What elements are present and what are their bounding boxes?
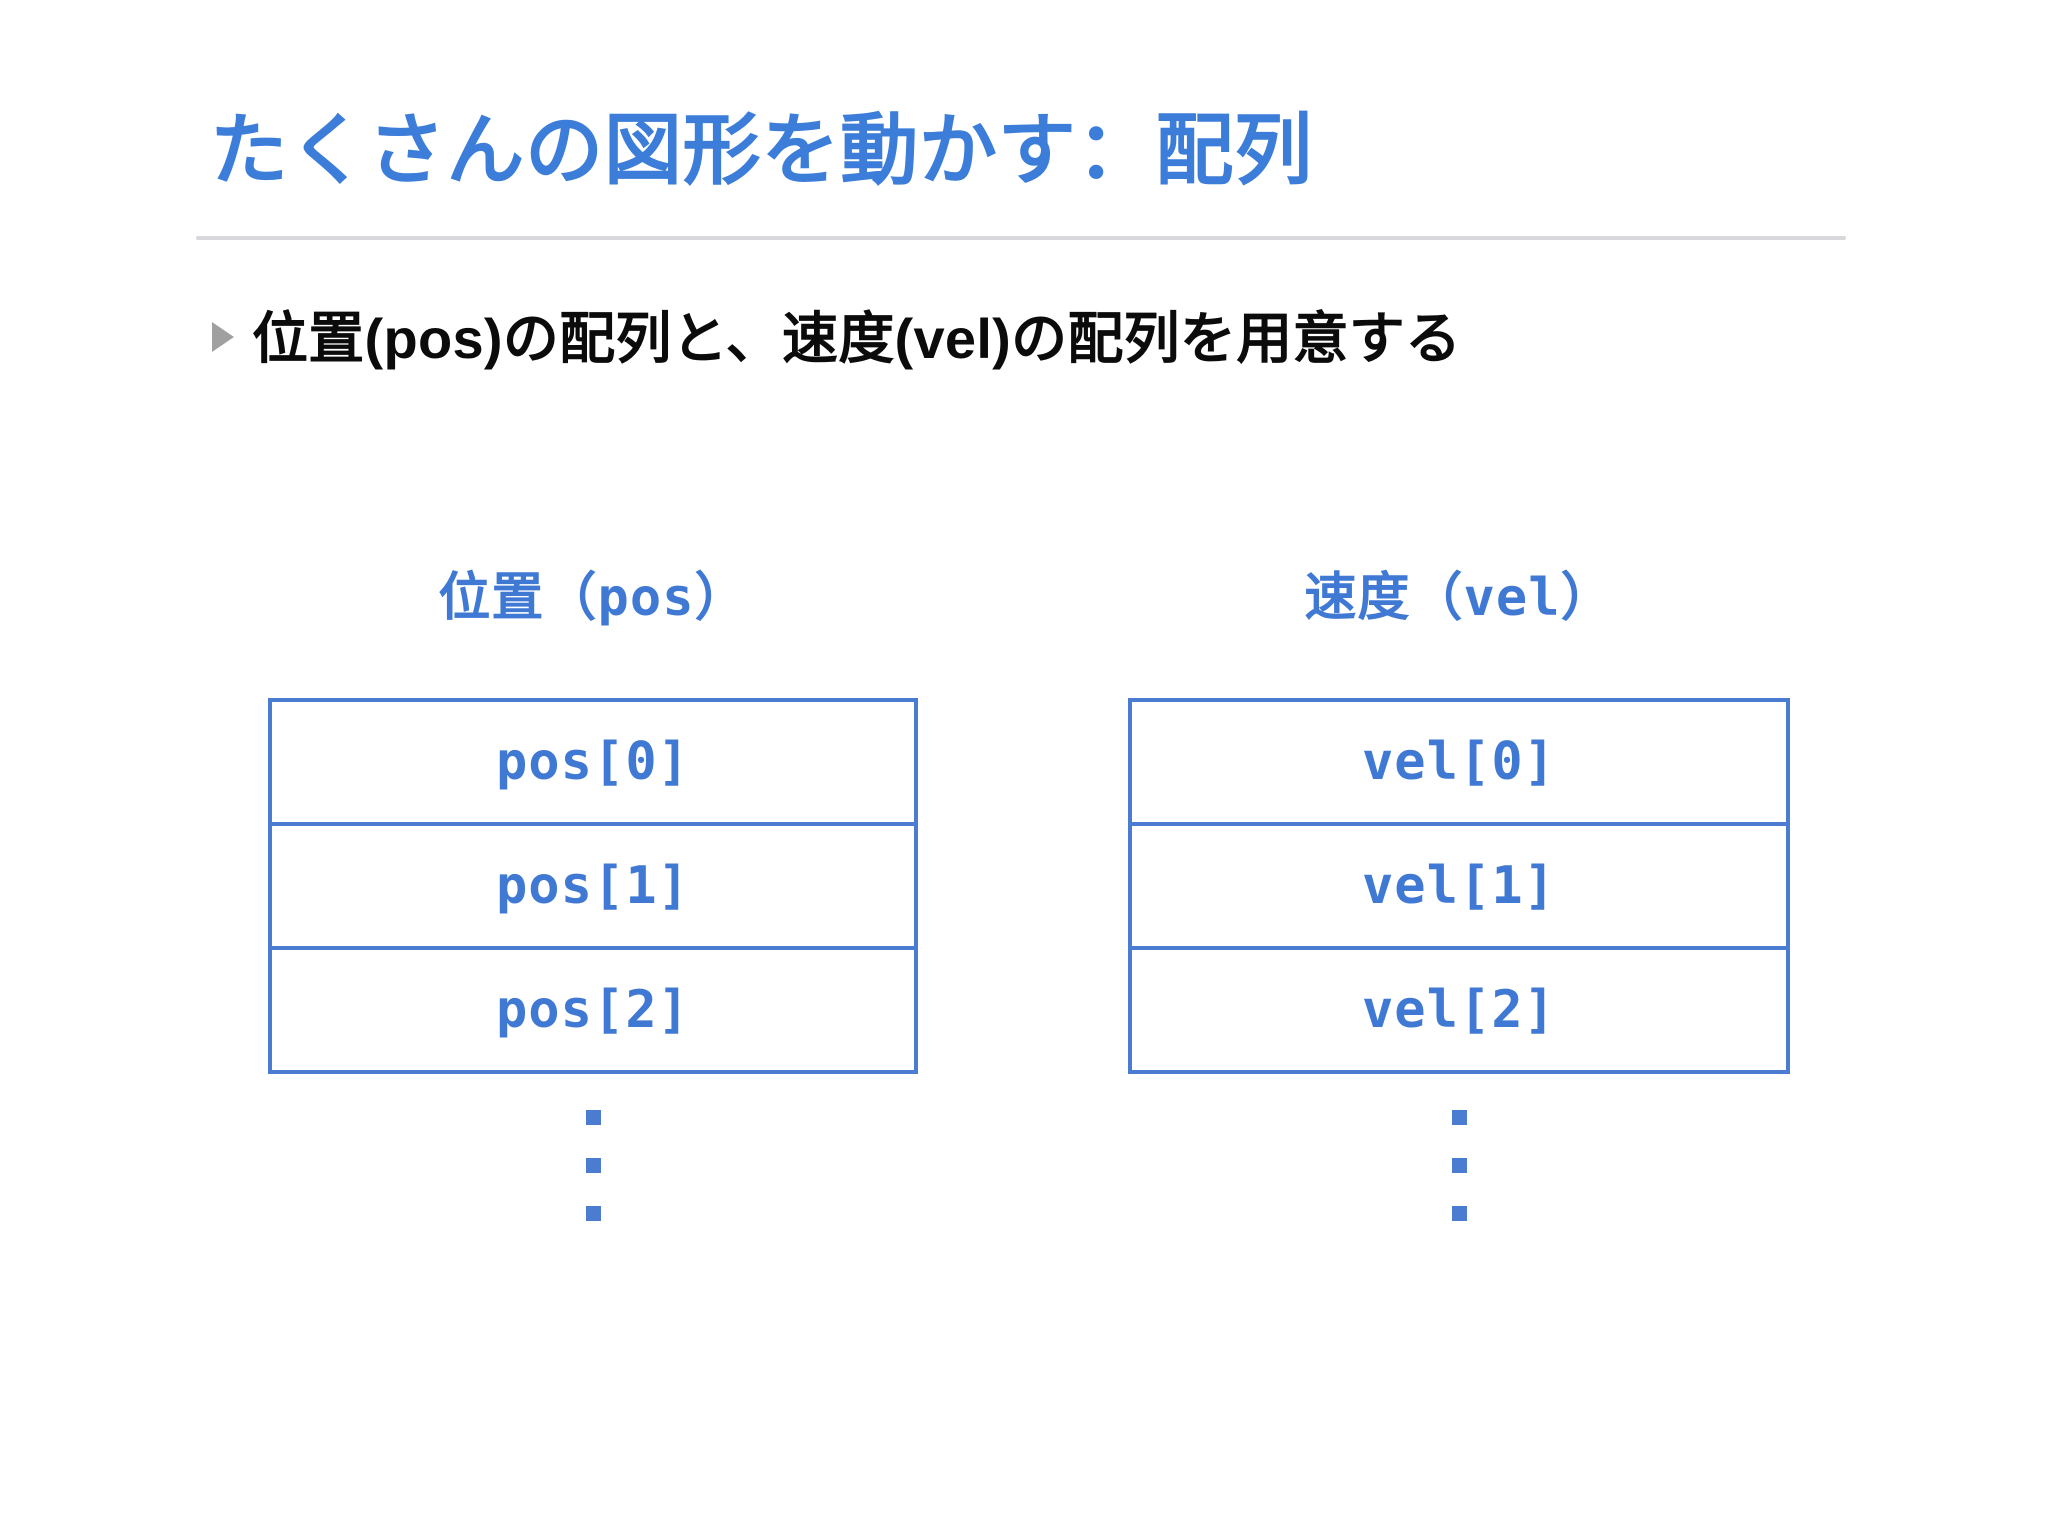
array-header-pos: 位置（pos） <box>438 568 748 628</box>
bullet-item-label: 位置(pos)の配列と、速度(vel)の配列を用意する <box>252 307 1462 370</box>
array-cell: vel[1] <box>1128 822 1790 950</box>
title-divider <box>196 236 1846 240</box>
triangle-right-icon <box>212 321 234 352</box>
array-cells-vel: vel[0] vel[1] vel[2] <box>1128 698 1790 1074</box>
ellipsis-dot <box>585 1206 601 1221</box>
array-cells-pos: pos[0] pos[1] pos[2] <box>268 698 918 1074</box>
array-cell: pos[2] <box>268 946 918 1074</box>
vertical-ellipsis-icon <box>268 1110 918 1221</box>
vertical-ellipsis-icon <box>1128 1110 1790 1221</box>
ellipsis-dot <box>585 1110 601 1125</box>
array-header-vel: 速度（vel） <box>1304 568 1614 628</box>
page-title: たくさんの図形を動かす：配列 <box>210 106 1313 194</box>
array-column-pos: 位置（pos） pos[0] pos[1] pos[2] <box>268 568 918 1221</box>
array-cell: pos[1] <box>268 822 918 950</box>
ellipsis-dot <box>585 1158 601 1173</box>
array-cell: vel[0] <box>1128 698 1790 826</box>
array-cell: vel[2] <box>1128 946 1790 1074</box>
array-cell: pos[0] <box>268 698 918 826</box>
ellipsis-dot <box>1451 1206 1467 1221</box>
ellipsis-dot <box>1451 1158 1467 1173</box>
bullet-item: 位置(pos)の配列と、速度(vel)の配列を用意する <box>212 294 1461 375</box>
array-column-vel: 速度（vel） vel[0] vel[1] vel[2] <box>1128 568 1790 1221</box>
ellipsis-dot <box>1451 1110 1467 1125</box>
